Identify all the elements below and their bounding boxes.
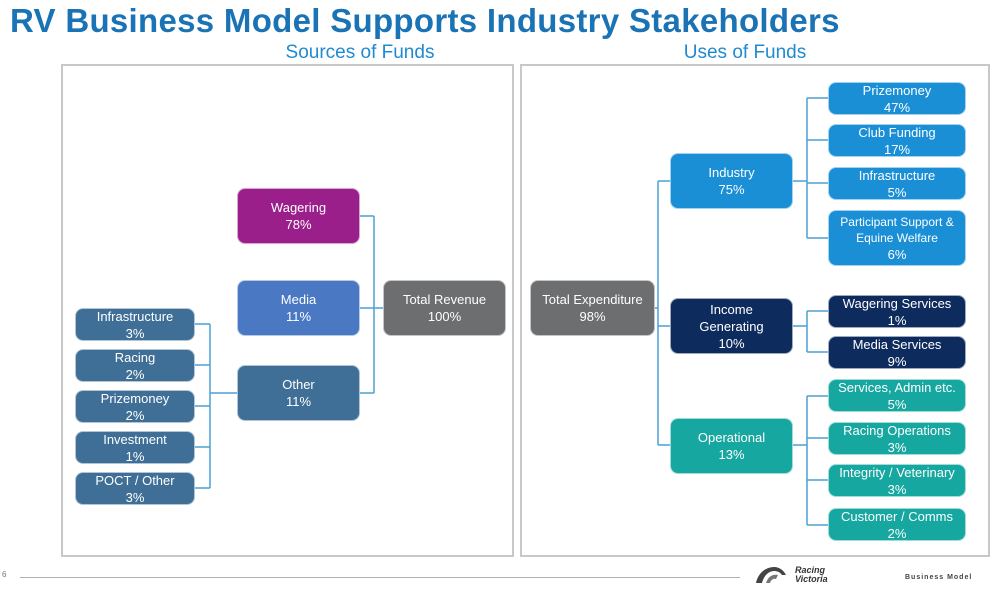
page-title: RV Business Model Supports Industry Stak… [10,2,840,39]
racing-victoria-logo-icon [756,567,786,583]
logo-wordmark: Racing Victoria [795,565,828,584]
use-item-services-admin: Services, Admin etc.5% [828,379,966,412]
sources-heading: Sources of Funds [285,42,435,63]
page-number: 6 [2,570,7,579]
footer-section-label: Business Model [905,574,973,581]
uses-heading: Uses of Funds [683,42,807,63]
footer-divider [20,577,740,578]
